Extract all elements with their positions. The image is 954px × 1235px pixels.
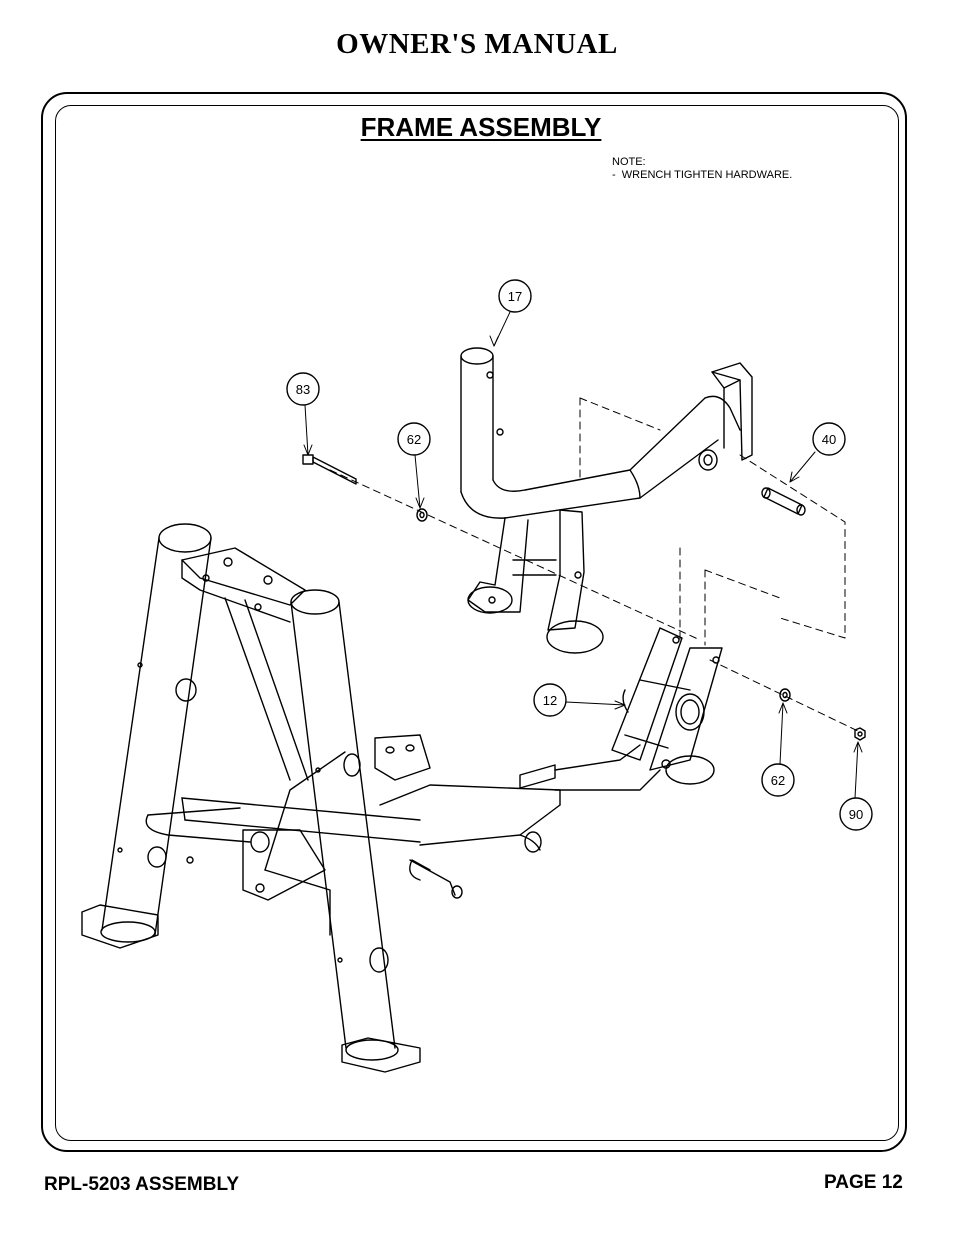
callout-label-62-bottom: 62 [771,773,785,788]
spacer-part-40 [761,487,806,516]
note-heading: NOTE: [612,156,646,168]
upper-frame-part-17 [460,347,753,654]
callout-bubble-62-bottom: 62 [761,763,795,797]
callout-label-90: 90 [849,807,863,822]
callout-label-62-top: 62 [407,432,421,447]
washer-part-62-bottom [779,688,791,702]
main-base-frame [81,523,661,1073]
callout-bubble-12: 12 [533,683,567,717]
callout-bubble-17: 17 [498,279,532,313]
assembly-guide-lines [329,397,861,733]
outer-border-frame [41,92,907,1152]
inner-border-frame [55,105,899,1141]
callout-label-17: 17 [508,289,522,304]
callout-label-40: 40 [822,432,836,447]
callout-label-12: 12 [543,693,557,708]
pivot-bracket-part-12 [611,627,723,785]
washer-part-62-top [416,508,428,522]
note-line: - WRENCH TIGHTEN HARDWARE. [612,169,793,181]
callout-bubble-40: 40 [812,422,846,456]
callout-leaders [303,311,863,799]
assembly-note: NOTE: - WRENCH TIGHTEN HARDWARE. [612,156,792,182]
bolt-part-83 [302,454,357,485]
callout-bubble-62-top: 62 [397,422,431,456]
callout-label-83: 83 [296,382,310,397]
callout-bubble-83: 83 [286,372,320,406]
footer-model-assembly: RPL-5203 ASSEMBLY [44,1174,239,1195]
section-title: FRAME ASSEMBLY [360,112,602,142]
page-header-title: OWNER'S MANUAL [336,28,618,60]
footer-page-number: PAGE 12 [824,1172,903,1193]
callout-bubble-90: 90 [839,797,873,831]
nut-part-90 [854,727,866,741]
